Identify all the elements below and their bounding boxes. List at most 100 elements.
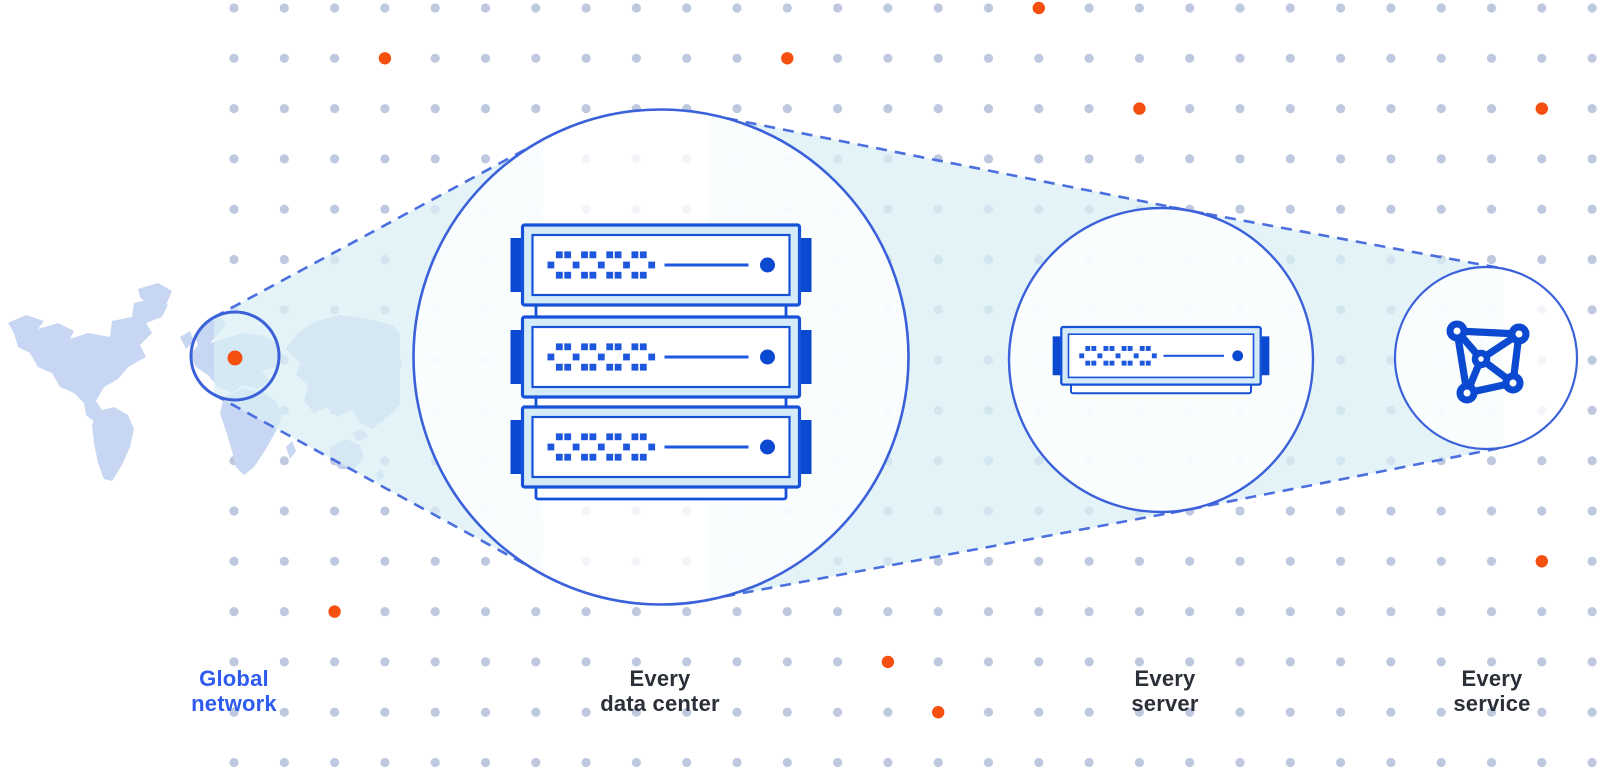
grid-dot — [1436, 607, 1446, 617]
island-madagascar — [286, 441, 296, 459]
grid-dot — [1386, 3, 1396, 13]
label-every-server: Every server — [1131, 666, 1198, 716]
server-left-tab — [1052, 336, 1063, 376]
grid-dot — [883, 3, 893, 13]
grid-dot — [330, 204, 340, 214]
grid-dot — [883, 707, 893, 717]
orange-dot — [328, 605, 341, 618]
grid-dot — [279, 607, 289, 617]
grid-dot — [1587, 53, 1597, 63]
grid-dot — [229, 254, 239, 265]
grid-dot — [1587, 254, 1597, 265]
orange-dot — [781, 52, 794, 65]
rack-server-2 — [510, 315, 812, 411]
grid-dot — [1185, 53, 1195, 63]
grid-dot — [933, 3, 943, 13]
grid-dot — [1436, 104, 1446, 114]
grid-dot — [1084, 3, 1094, 13]
grid-dot — [1235, 53, 1245, 63]
grid-dot — [1185, 104, 1195, 114]
grid-dot — [581, 757, 591, 768]
grid-dot — [279, 3, 289, 13]
grid-dot — [279, 506, 289, 516]
orange-dot — [1133, 102, 1146, 115]
grid-dot — [983, 657, 994, 667]
grid-dot — [1486, 707, 1497, 717]
grid-dot — [1235, 607, 1245, 617]
label-every-data-center: Every data center — [600, 666, 720, 716]
grid-dot — [782, 3, 792, 13]
grid-dot — [430, 104, 440, 114]
grid-dot — [229, 657, 239, 667]
grid-dot — [480, 556, 491, 566]
server-power-knob — [760, 349, 775, 365]
grid-dot — [380, 506, 390, 516]
grid-dot — [380, 707, 390, 717]
server-faceplate — [1067, 333, 1255, 379]
grid-dot — [1587, 405, 1597, 415]
zoom-cone-dashed-line — [686, 504, 1209, 605]
rack-server-3 — [510, 405, 812, 501]
grid-dot — [1537, 456, 1547, 466]
grid-dot — [330, 657, 340, 667]
grid-dot — [1034, 607, 1044, 617]
grid-dot — [1386, 104, 1396, 114]
grid-dot — [1386, 556, 1396, 566]
grid-dot — [279, 707, 289, 717]
grid-dot — [682, 657, 692, 667]
grid-dot — [1034, 104, 1044, 114]
grid-dot — [883, 607, 893, 617]
service-mesh-icon — [1446, 320, 1530, 404]
island-uk — [180, 331, 194, 349]
grid-dot — [1386, 757, 1396, 768]
grid-dot — [430, 657, 440, 667]
server-faceplate — [531, 415, 791, 479]
grid-dot — [933, 757, 943, 768]
grid-dot — [279, 657, 289, 667]
grid-dot — [229, 3, 239, 13]
grid-dot — [1084, 757, 1094, 768]
grid-dot — [1436, 707, 1446, 717]
mesh-node — [1446, 320, 1468, 342]
grid-dot — [1386, 204, 1396, 214]
grid-dot — [631, 707, 642, 717]
grid-dot — [330, 3, 340, 13]
grid-dot — [1587, 456, 1597, 466]
grid-dot — [732, 707, 742, 717]
grid-dot — [1386, 53, 1396, 63]
zoom-cone-dashed-line — [213, 393, 565, 587]
grid-dot — [1134, 53, 1144, 63]
grid-dot — [1134, 607, 1144, 617]
grid-dot — [229, 707, 239, 717]
grid-dot — [1436, 757, 1446, 768]
grid-dot — [1386, 506, 1396, 516]
grid-dot — [330, 506, 340, 516]
grid-dot — [833, 657, 843, 667]
server-led-matrix — [547, 251, 656, 279]
grid-dot — [1436, 53, 1446, 63]
grid-dot — [732, 607, 742, 617]
grid-dot — [1285, 204, 1295, 214]
grid-dot — [1336, 757, 1346, 768]
grid-dot — [430, 53, 440, 63]
map-zoom-circle — [189, 310, 281, 402]
grid-dot — [1486, 657, 1497, 667]
grid-dot — [1084, 53, 1094, 63]
orange-dot — [932, 706, 945, 719]
grid-dot — [430, 607, 440, 617]
grid-dot — [380, 204, 390, 214]
continent-north-america — [8, 299, 168, 423]
grid-dot — [380, 556, 390, 566]
grid-dot — [1185, 657, 1195, 667]
grid-dot — [1235, 154, 1245, 164]
server-power-knob — [760, 439, 775, 455]
continent-south-america — [92, 407, 134, 481]
rack-server-1 — [510, 223, 812, 319]
grid-dot — [1486, 607, 1497, 617]
label-every-service: Every service — [1453, 666, 1530, 716]
grid-dot — [430, 757, 440, 768]
grid-dot — [330, 757, 340, 768]
server-right-tab — [1259, 336, 1270, 376]
grid-dot — [1587, 707, 1597, 717]
